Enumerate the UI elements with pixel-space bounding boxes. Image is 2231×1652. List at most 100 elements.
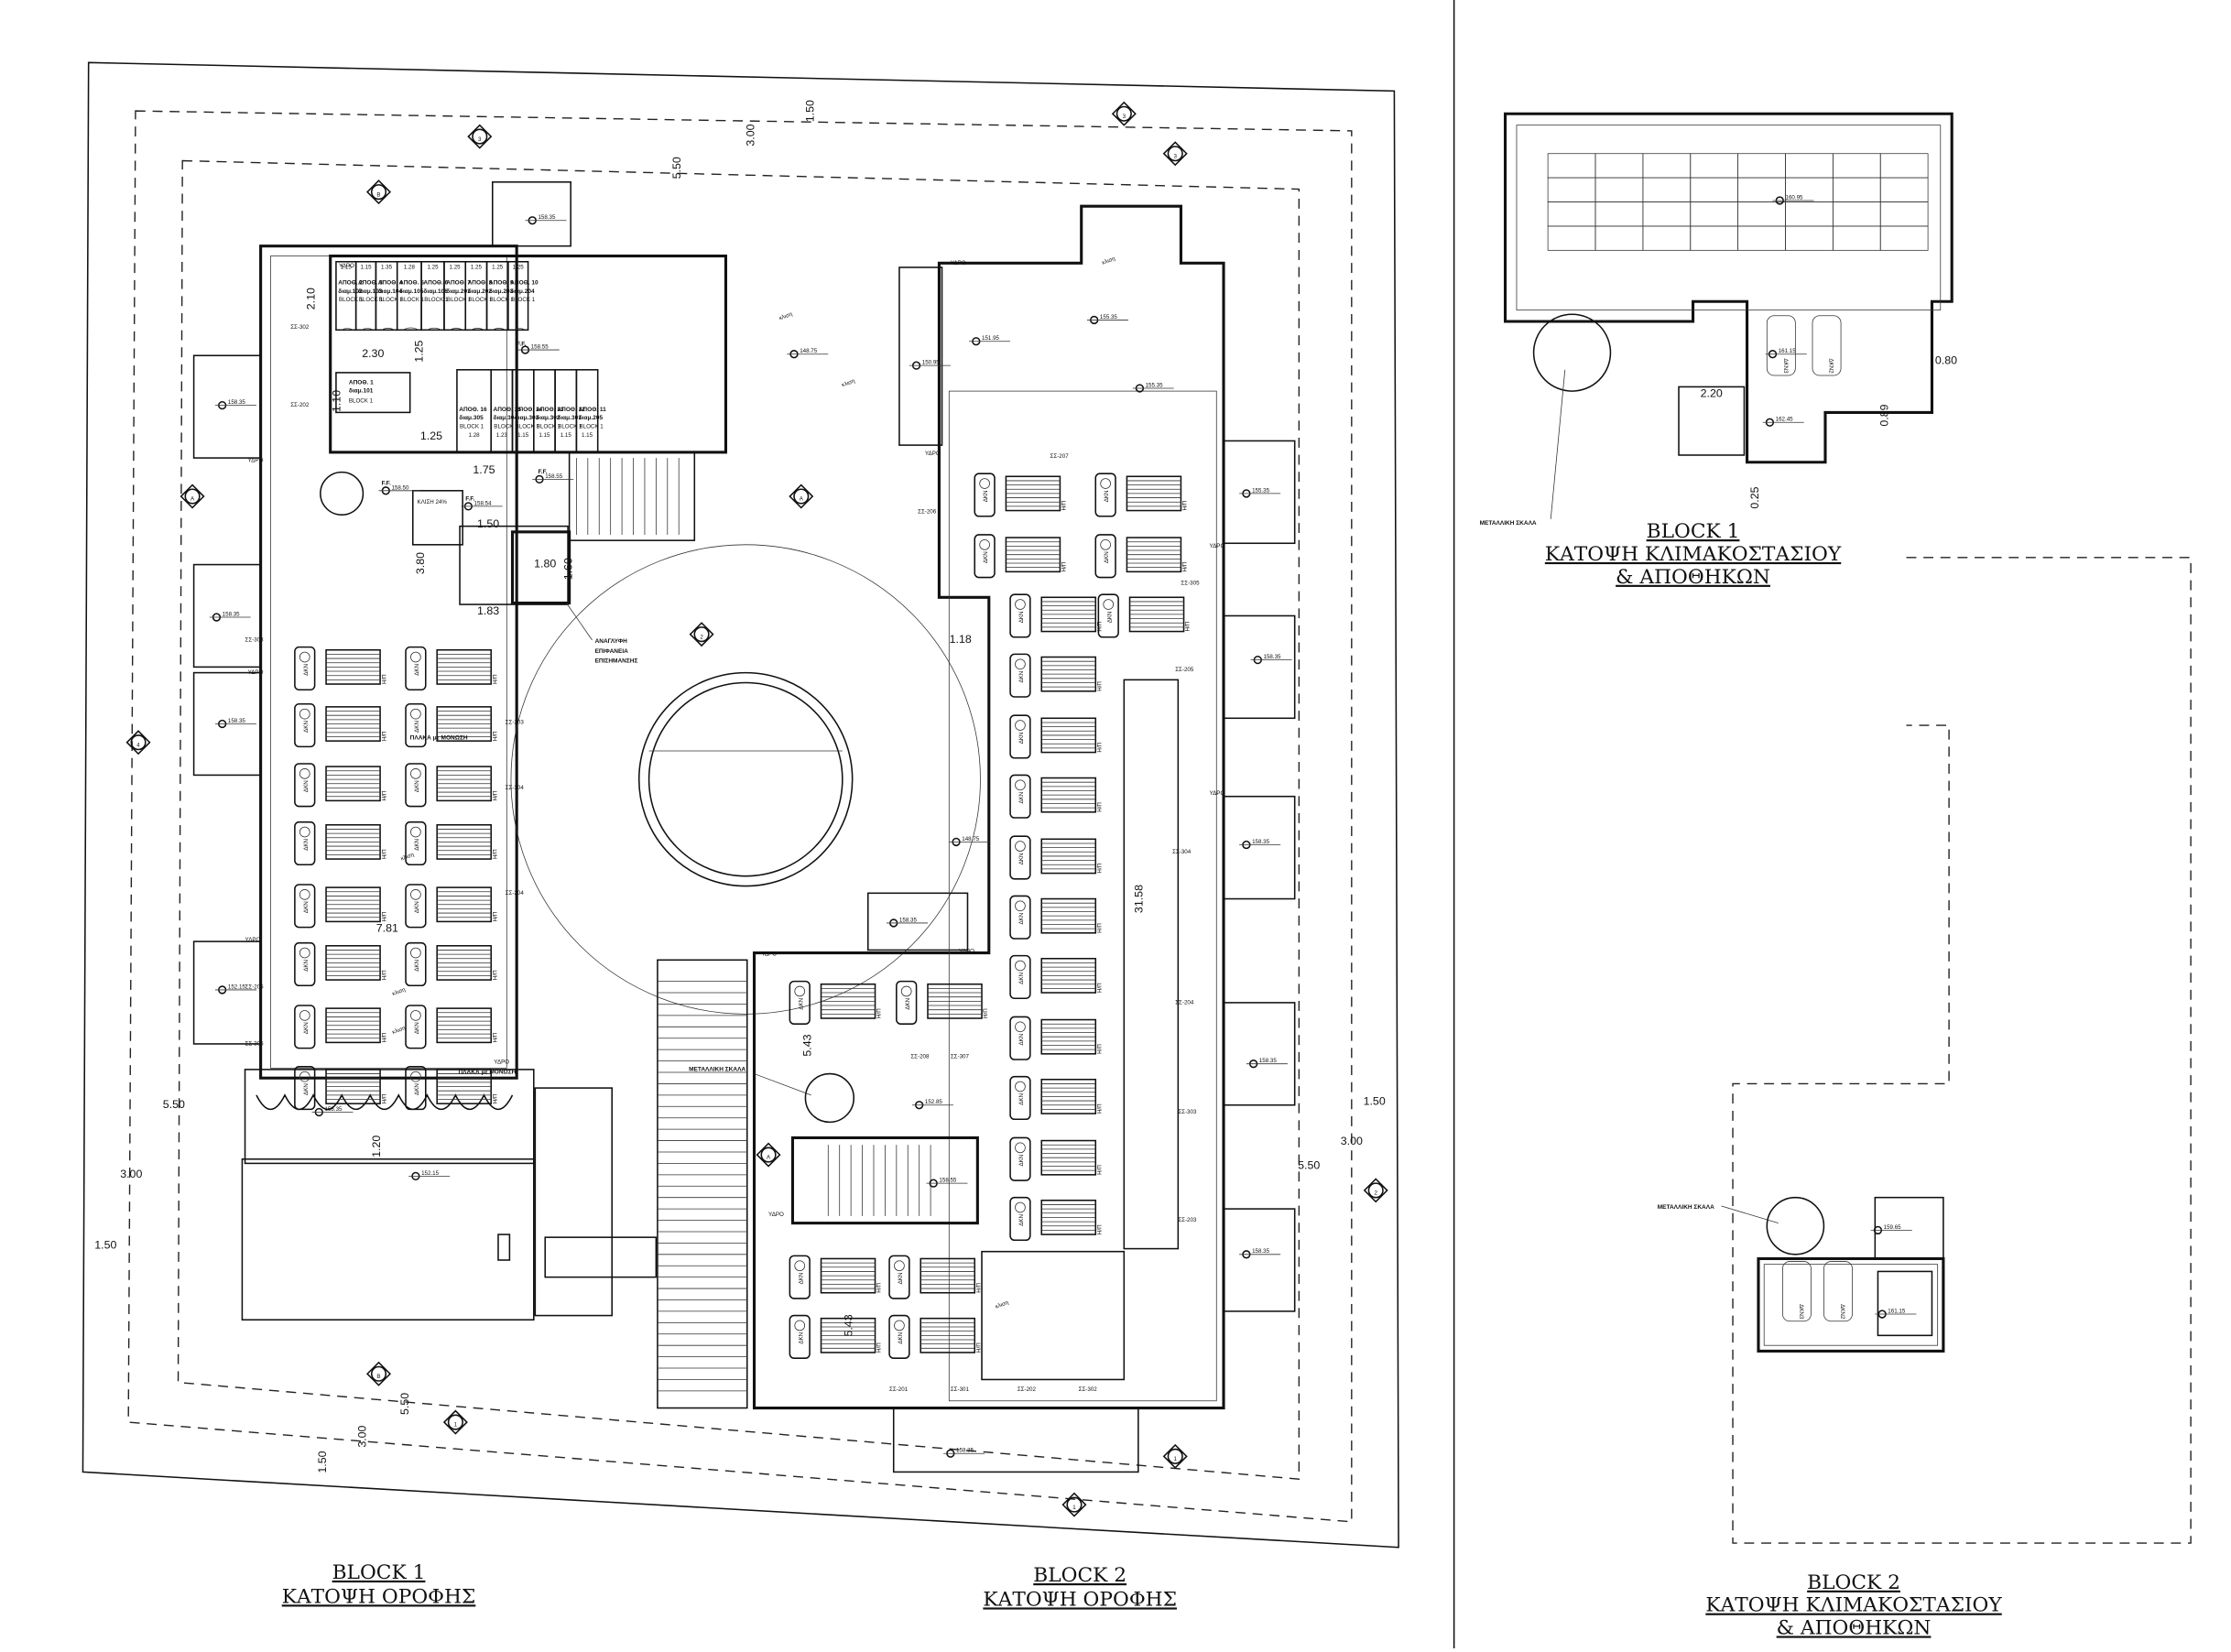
tank-label: ΔΚΝ [414, 664, 420, 676]
tank-cap [1100, 478, 1111, 489]
tank-cap [299, 768, 310, 779]
unit-block: BLOCK 1 [339, 297, 364, 303]
tank-cap [900, 985, 912, 997]
elevation-value: 158.35 [223, 611, 241, 617]
roof-tile [1642, 153, 1692, 179]
unit-name: ΑΠΟΘ. 8 [468, 280, 493, 287]
storage-room [354, 260, 377, 331]
tank-cap [794, 1320, 806, 1331]
zone-code: ΣΣ-202 [1018, 1386, 1037, 1393]
zone-code: ΣΣ-205 [1175, 667, 1194, 673]
unit-block: BLOCK 1 [424, 297, 449, 303]
collector-label: Η/Π [381, 1093, 387, 1103]
tank-cap [979, 478, 990, 489]
title-line: BLOCK 2 [1033, 1564, 1126, 1587]
water-tank [294, 884, 316, 929]
water-tank [1009, 1016, 1031, 1060]
dimension-label: 2.20 [1701, 386, 1723, 399]
elevation-value: 152.15 [228, 984, 246, 990]
roof-tile [1737, 201, 1786, 227]
collector-label: Η/Π [1096, 1044, 1103, 1054]
unit-name: ΑΠΟΘ. 15 [494, 407, 522, 413]
tank-cap [410, 1010, 421, 1021]
unit-width: 1.15 [360, 265, 372, 271]
collector-label: Η/Π [876, 1283, 883, 1293]
axis-diamond-icon [1162, 141, 1188, 167]
elevation-marker: 161.15 [1765, 348, 1807, 359]
water-tank [1009, 954, 1031, 1000]
tank-label: ΔΚΝ [1018, 1034, 1025, 1046]
roof-tile [1547, 153, 1596, 179]
zone-code: ΣΣ-203 [1178, 1217, 1197, 1223]
unit-width: 1.28 [404, 265, 416, 271]
elevation-value: 158.35 [228, 718, 246, 724]
zone-code: ΣΣ-303 [1178, 1109, 1197, 1115]
storage-room [420, 260, 445, 331]
elevation-marker: 152.85 [911, 1099, 953, 1110]
water-tank [1009, 1136, 1031, 1181]
tank-label: ΔΚΝ [898, 1332, 904, 1344]
axis-label: A [800, 496, 804, 503]
axis-diamond-icon [180, 484, 205, 509]
dimension-label: 5.50 [163, 1098, 185, 1111]
collector-label: Η/Π [1185, 622, 1192, 632]
unit-apartment: διαμ.101 [349, 388, 374, 395]
water-tank [294, 1066, 316, 1111]
elevation-value: 155.35 [1252, 487, 1270, 494]
ff-label: F.F. [517, 341, 526, 347]
unit-width: 1.35 [381, 265, 393, 271]
collector-label: Η/Π [983, 1008, 989, 1018]
tank-label: ΔΚΝ [1018, 732, 1025, 744]
water-tank [1823, 1261, 1853, 1322]
tank-label: ΔΚΝ [303, 839, 310, 851]
elevation-marker: 155.35 [1132, 382, 1174, 393]
roof-tile [1879, 225, 1929, 251]
title-line: BLOCK 2 [1807, 1571, 1900, 1594]
roof-tile [1737, 177, 1786, 202]
tank-label: ΔΚΝ2 [1839, 1304, 1845, 1320]
water-tank [1009, 774, 1031, 819]
elevation-marker: 158.55 [517, 344, 560, 354]
elevation-value: 160.95 [1785, 194, 1803, 201]
tank-label: ΔΚΝ3 [1798, 1304, 1804, 1320]
water-tank [974, 534, 996, 579]
water-tank [294, 763, 316, 808]
collector-label: Η/Π [1096, 923, 1103, 933]
dimension-label: 3.00 [120, 1168, 142, 1180]
slope-label: κλιση [995, 1299, 1010, 1310]
zone-code: ΣΣ-202 [290, 402, 310, 408]
slope-label: κλιση [400, 852, 416, 863]
unit-apartment: διαμ.202 [468, 288, 493, 295]
tank-cap [410, 1071, 421, 1082]
grid-axis-marker: A [180, 484, 205, 509]
metal-stair-label: ΜΕΤΑΛΛΙΚΗ ΣΚΑΛΑ [1658, 1204, 1714, 1211]
water-tank [1009, 593, 1031, 638]
axis-diamond-icon [1363, 1178, 1388, 1203]
roof-tile [1690, 201, 1739, 227]
dimension-label: 5.50 [670, 157, 683, 179]
water-tank [405, 763, 427, 808]
slope-label: κλιση [778, 310, 794, 321]
elevation-marker: 158.54 [461, 500, 503, 511]
axis-label: 2 [1374, 1190, 1377, 1197]
zone-code: ΣΣ-305 [1181, 580, 1200, 586]
water-tank [1009, 895, 1031, 940]
roof-tile [1642, 201, 1692, 227]
dimension-label: 2.10 [305, 288, 318, 310]
roof-tile [1832, 153, 1881, 179]
elevation-marker: 152.15 [408, 1170, 451, 1181]
collector-label: Η/Π [492, 1033, 498, 1043]
dimension-label: 3.00 [745, 124, 757, 146]
water-tank [294, 1005, 316, 1049]
